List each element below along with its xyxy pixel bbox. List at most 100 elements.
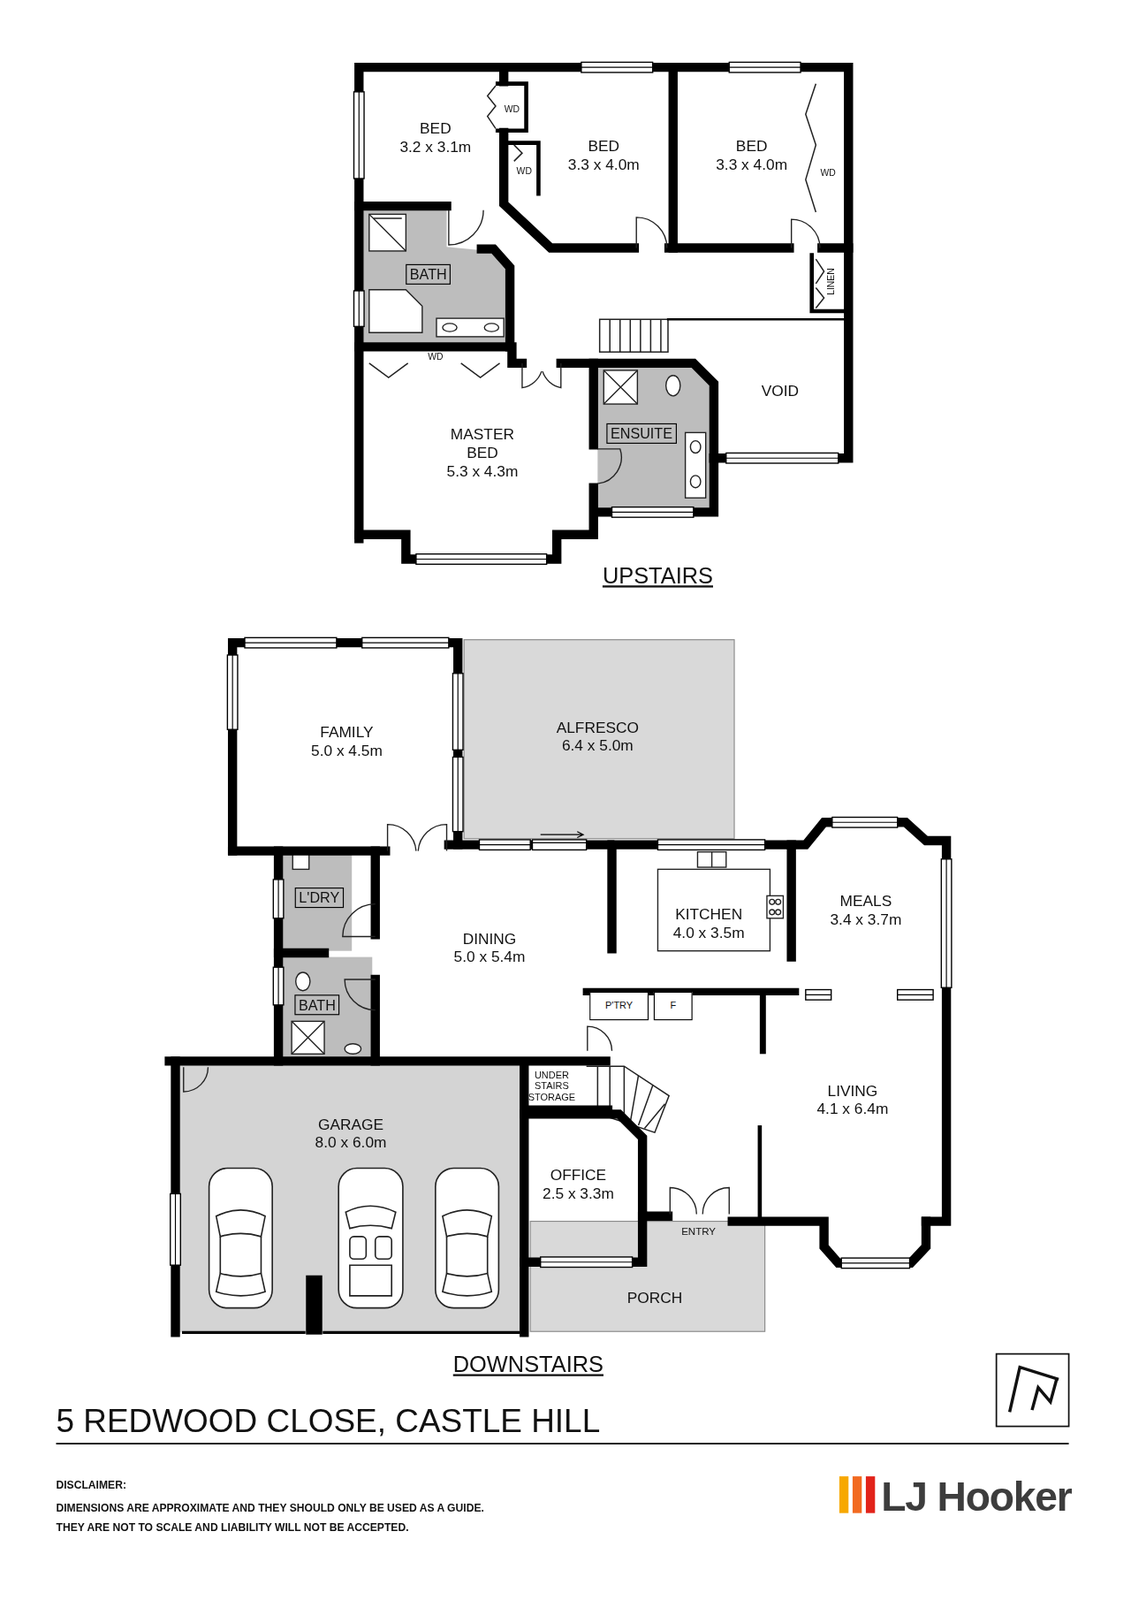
fixture-label: ENTRY [681, 1224, 716, 1238]
wall [523, 1105, 610, 1111]
fixture [344, 1043, 361, 1055]
window-line [175, 67, 948, 1265]
fixture [603, 370, 638, 404]
wall [523, 1113, 668, 1215]
wall [758, 1126, 763, 1215]
wall [561, 358, 594, 368]
logo-bar [852, 1475, 862, 1513]
room-label: OFFICE2.5 x 3.3m [542, 1165, 615, 1203]
fixture [657, 868, 770, 950]
room-label: BED3.3 x 4.0m [568, 136, 640, 175]
fixture [666, 375, 681, 396]
car [216, 1272, 266, 1295]
wall [668, 67, 678, 248]
wall [183, 1330, 519, 1334]
logo-bar [839, 1475, 849, 1513]
room-dimension: 5.0 x 5.4m [454, 947, 526, 966]
room-name: VOID [761, 381, 799, 401]
room-label: DINING5.0 x 5.4m [454, 928, 526, 966]
wall [812, 255, 850, 312]
room-name: GARAGE [315, 1115, 388, 1134]
floor-heading: DOWNSTAIRS [453, 1351, 604, 1378]
room-name: MEALS [829, 891, 902, 911]
fixture [291, 1020, 325, 1054]
logo-bar [839, 1475, 875, 1513]
car [216, 1209, 266, 1237]
fixture [690, 440, 701, 454]
fixture [690, 475, 701, 488]
room-label: LIVING4.1 x 6.4m [816, 1080, 889, 1118]
room-name: MASTER BED [436, 425, 529, 463]
car [338, 1168, 403, 1308]
room-label: FAMILY5.0 x 4.5m [311, 722, 383, 760]
floor-heading: UPSTAIRS [602, 562, 714, 590]
floor-fill [282, 956, 373, 1059]
wall [732, 1221, 927, 1263]
room-name: DINING [454, 928, 526, 948]
room-label: ALFRESCO6.4 x 5.0m [556, 718, 639, 756]
window-line [540, 831, 584, 838]
room-name: BED [568, 136, 640, 156]
car [442, 1209, 492, 1237]
wall [481, 249, 510, 348]
fixture [369, 289, 423, 333]
fixture [766, 895, 783, 918]
room-name: BATH [409, 265, 448, 284]
fixture [603, 370, 638, 404]
fixture [769, 909, 775, 915]
room-name: BED [715, 136, 788, 156]
floor-fill [282, 850, 352, 951]
door-swing [183, 1066, 209, 1092]
fixture [291, 213, 783, 1054]
wall [821, 242, 849, 252]
north-compass [1032, 1378, 1057, 1410]
floor-fill [363, 210, 507, 343]
room-dimension: 6.4 x 5.0m [556, 736, 639, 755]
wall [232, 642, 458, 851]
room-name: LIVING [816, 1080, 889, 1100]
room-name: P'TRY [605, 999, 633, 1011]
wardrobe-door [369, 363, 501, 378]
car [375, 1236, 392, 1259]
room-name: OFFICE [542, 1165, 615, 1185]
room-name: L'DRY [298, 888, 340, 907]
room-label: KITCHEN4.0 x 3.5m [673, 904, 745, 942]
wall [519, 1062, 529, 1333]
fixture [711, 851, 713, 867]
wall [509, 143, 539, 195]
wall [791, 821, 947, 1221]
fixture-label: WD [820, 167, 836, 179]
wall [358, 201, 447, 211]
stair [597, 1065, 665, 1128]
wall [371, 979, 380, 1061]
fixture [769, 898, 775, 904]
wall [759, 994, 767, 1050]
room-dimension: 3.2 x 3.1m [399, 137, 471, 157]
room-label: GARAGE8.0 x 6.0m [315, 1115, 388, 1153]
room-dimension: 2.5 x 3.3m [542, 1184, 615, 1203]
north-compass [996, 1353, 1070, 1427]
room-label: BATH [405, 264, 451, 285]
door-swing [636, 217, 668, 249]
door-swing [448, 210, 484, 245]
cabinet-box: P'TRY [589, 991, 649, 1020]
wardrobe-door [369, 83, 825, 378]
fixture [291, 1020, 325, 1054]
room-label: BED3.2 x 3.1m [399, 119, 471, 157]
wall [597, 457, 714, 512]
wall [593, 363, 714, 458]
fixture [685, 432, 706, 498]
door-swing [344, 979, 376, 1010]
wall [668, 242, 790, 252]
disclaimer-text: DIMENSIONS ARE APPROXIMATE AND THEY SHOU… [55, 1501, 484, 1515]
room-label: PORCH [627, 1288, 684, 1307]
fixture [775, 898, 782, 904]
floor-fill [530, 1221, 765, 1332]
logo-bar [865, 1475, 875, 1513]
north-compass [996, 1353, 1070, 1427]
wall [169, 67, 947, 1332]
cabinet-box: F [653, 991, 693, 1020]
car [447, 1236, 488, 1274]
room-name: F [669, 999, 676, 1011]
